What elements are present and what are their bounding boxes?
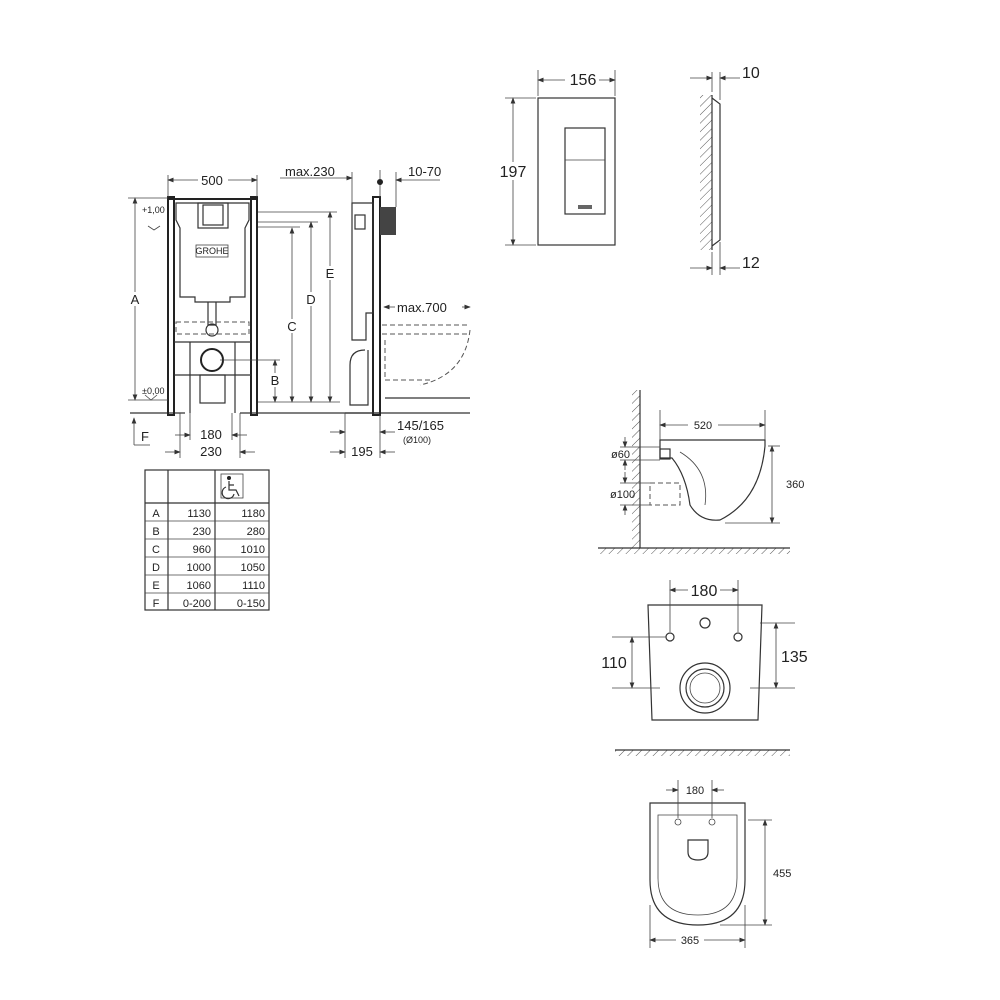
row-key: A xyxy=(152,508,160,520)
dim-195: 195 xyxy=(351,444,373,459)
row-key: F xyxy=(153,598,160,610)
row-key: E xyxy=(152,580,159,592)
row-standard: 1130 xyxy=(187,508,211,520)
brand-logo: GROHE xyxy=(195,246,228,256)
flush-plate-view: 156 197 10 12 xyxy=(497,65,760,275)
row-key: B xyxy=(152,526,159,538)
bowl-side-view: 520 360 ø60 ø100 xyxy=(598,390,804,554)
dim-bowl-height: 360 xyxy=(786,479,804,491)
dim-bowl-length: 520 xyxy=(694,420,712,432)
dim-top-bolts: 180 xyxy=(686,785,704,797)
dim-frame-width: 500 xyxy=(201,173,223,188)
dim-plate-thick-top: 10 xyxy=(742,65,760,82)
dim-f: F xyxy=(141,429,149,444)
dim-top-width: 365 xyxy=(681,935,699,947)
table-row: A 1130 1180 xyxy=(152,508,265,520)
row-standard: 0-200 xyxy=(183,598,211,610)
dim-outlet: ø100 xyxy=(610,489,635,501)
dim-a: A xyxy=(131,292,140,307)
dim-plate-thick-bottom: 12 xyxy=(742,255,760,272)
dim-back-left: 110 xyxy=(601,655,627,672)
frame-front-view: GROHE 500 A +1,00 ±0,00 B C xyxy=(128,172,470,459)
frame-side-view: max.230 10-70 max.700 145/165 (Ø100) 195 xyxy=(280,164,471,459)
level-plus: +1,00 xyxy=(142,205,165,215)
dim-plate-height: 197 xyxy=(500,164,527,181)
dim-180: 180 xyxy=(200,427,222,442)
table-row: C 960 1010 xyxy=(152,544,265,556)
dim-c: C xyxy=(287,319,296,334)
dim-pipe-dia: (Ø100) xyxy=(403,435,431,445)
dim-pipe: 145/165 xyxy=(397,418,444,433)
row-standard: 960 xyxy=(193,544,211,556)
row-standard: 230 xyxy=(193,526,211,538)
dim-d: D xyxy=(306,292,315,307)
dim-max230: max.230 xyxy=(285,164,335,179)
level-zero: ±0,00 xyxy=(142,386,164,396)
table-row: E 1060 1110 xyxy=(152,580,265,592)
row-accessible: 1180 xyxy=(241,508,265,520)
table-row: D 1000 1050 xyxy=(152,562,265,574)
row-standard: 1060 xyxy=(187,580,211,592)
row-key: C xyxy=(152,544,160,556)
dim-230: 230 xyxy=(200,444,222,459)
dim-back-right: 135 xyxy=(781,649,808,666)
bowl-back-view: 180 110 135 xyxy=(601,580,808,756)
dim-b: B xyxy=(271,373,280,388)
bowl-top-view: 180 455 365 xyxy=(649,780,791,948)
row-accessible: 280 xyxy=(247,526,265,538)
dim-depth: 10-70 xyxy=(408,164,441,179)
dim-back-bolts: 180 xyxy=(691,583,718,600)
wheelchair-icon xyxy=(220,473,244,500)
row-accessible: 1050 xyxy=(241,562,265,574)
dim-inlet: ø60 xyxy=(611,449,630,461)
dim-e: E xyxy=(326,266,335,281)
row-accessible: 0-150 xyxy=(237,598,265,610)
row-accessible: 1110 xyxy=(242,580,265,592)
row-key: D xyxy=(152,562,160,574)
dim-top-length: 455 xyxy=(773,868,791,880)
table-row: B 230 280 xyxy=(152,526,265,538)
dim-max700: max.700 xyxy=(397,300,447,315)
row-standard: 1000 xyxy=(187,562,211,574)
dim-plate-width: 156 xyxy=(570,72,597,89)
row-accessible: 1010 xyxy=(241,544,265,556)
table-row: F 0-200 0-150 xyxy=(153,598,265,610)
